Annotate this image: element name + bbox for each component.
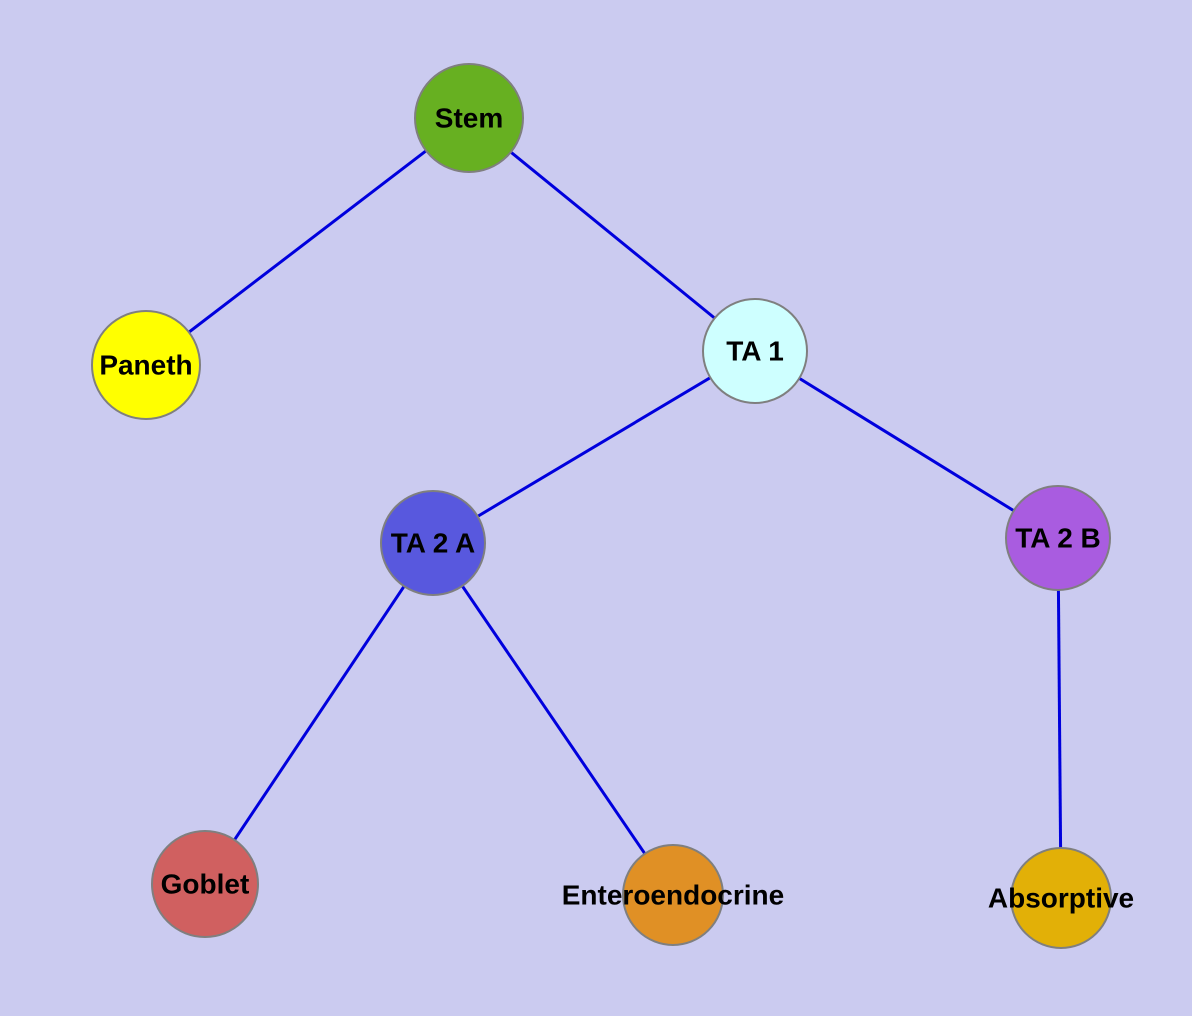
edge-stem-to-ta-1 <box>468 116 756 353</box>
node-ta-2-a[interactable]: TA 2 A <box>380 490 486 596</box>
node-ta-2-b[interactable]: TA 2 B <box>1005 485 1111 591</box>
edge-ta-1-to-ta-2-a <box>432 349 756 545</box>
edge-ta-2-b-to-absorptive <box>1056 537 1063 899</box>
node-paneth[interactable]: Paneth <box>91 310 201 420</box>
node-stem[interactable]: Stem <box>414 63 524 173</box>
node-circle-enteroendocrine[interactable] <box>622 844 724 946</box>
node-goblet[interactable]: Goblet <box>151 830 259 938</box>
edge-ta-1-to-ta-2-b <box>754 349 1059 540</box>
edge-ta-2-a-to-enteroendocrine <box>431 542 675 896</box>
edge-layer <box>145 116 1063 899</box>
node-circle-stem[interactable] <box>414 63 524 173</box>
node-circle-goblet[interactable] <box>151 830 259 938</box>
node-circle-ta-1[interactable] <box>702 298 808 404</box>
edge-ta-2-a-to-goblet <box>203 542 435 885</box>
edge-stem-to-paneth <box>145 116 470 367</box>
node-circle-absorptive[interactable] <box>1010 847 1112 949</box>
node-circle-ta-2-a[interactable] <box>380 490 486 596</box>
node-circle-ta-2-b[interactable] <box>1005 485 1111 591</box>
node-circle-paneth[interactable] <box>91 310 201 420</box>
node-ta-1[interactable]: TA 1 <box>702 298 808 404</box>
